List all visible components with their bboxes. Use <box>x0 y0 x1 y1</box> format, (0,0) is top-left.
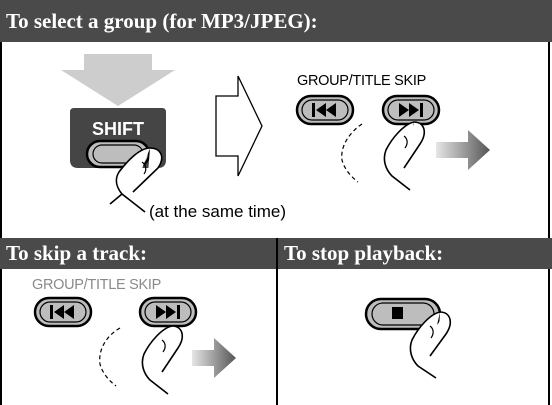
skip-forward-icon <box>138 296 198 328</box>
finger-icon <box>341 121 426 191</box>
section-heading-skip-track: To skip a track: <box>0 238 276 269</box>
group-title-skip-label: GROUP/TITLE SKIP <box>297 73 426 89</box>
section-heading-stop-playback: To stop playback: <box>278 238 552 269</box>
right-arrow-icon <box>436 130 490 170</box>
skip-forward-icon <box>381 94 441 126</box>
finger-icon <box>99 325 184 395</box>
arrow-down-icon <box>61 54 175 106</box>
group-title-skip-label-secondary: GROUP/TITLE SKIP <box>32 277 161 293</box>
finger-icon <box>109 147 163 213</box>
same-time-caption: (at the same time) <box>149 202 286 221</box>
column-divider <box>276 238 278 405</box>
shift-key-label: SHIFT <box>92 119 144 139</box>
next-arrow-icon <box>215 75 263 177</box>
skip-back-icon <box>33 296 93 328</box>
skip-back-icon <box>295 94 355 126</box>
section-heading-select-group: To select a group (for MP3/JPEG): <box>0 0 552 42</box>
finger-icon <box>409 311 452 379</box>
right-arrow-icon <box>192 338 236 378</box>
